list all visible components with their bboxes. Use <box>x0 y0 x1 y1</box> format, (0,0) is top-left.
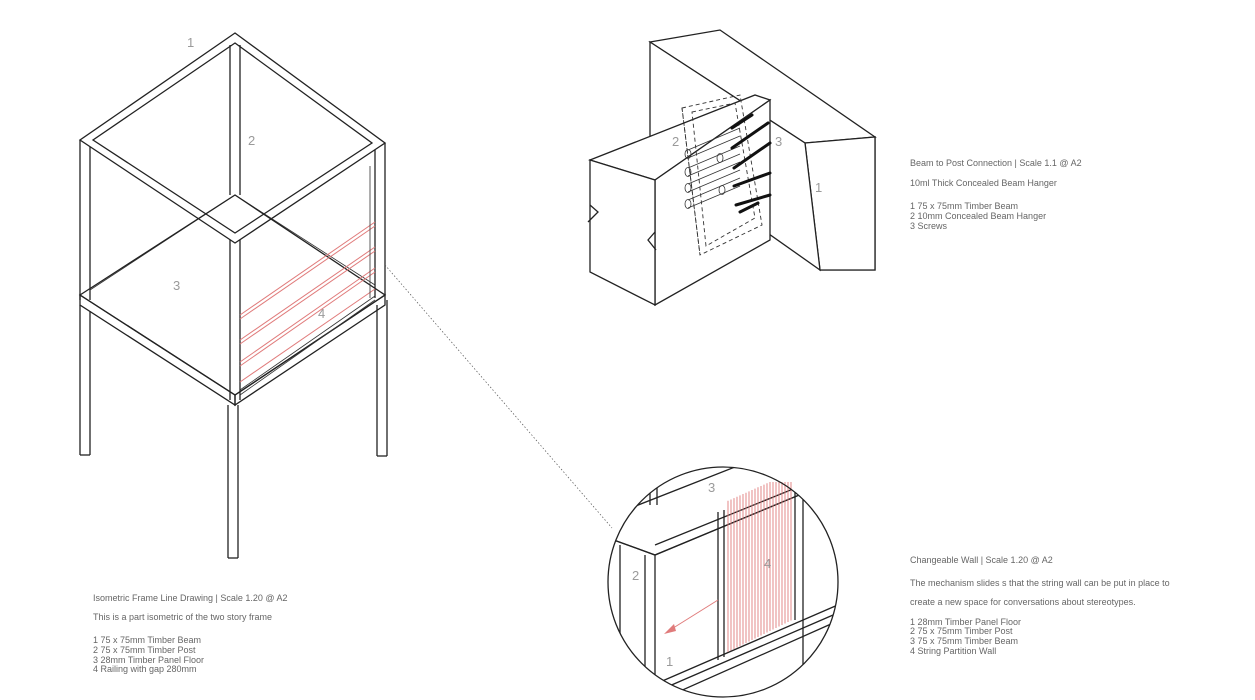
frame-marker-4: 4 <box>318 306 325 321</box>
connection-caption: Beam to Post Connection | Scale 1.1 @ A2… <box>910 158 1170 231</box>
wall-caption-title: Changeable Wall | Scale 1.20 @ A2 <box>910 555 1053 565</box>
frame-legend-item: 2 75 x 75mm Timber Post <box>93 644 196 655</box>
string-lines <box>727 482 792 652</box>
wall-legend-list: 1 28mm Timber Panel Floor 2 75 x 75mm Ti… <box>910 616 1195 657</box>
isometric-frame <box>78 32 388 559</box>
connection-legend-item: 3 Screws <box>910 220 948 231</box>
frame-marker-2: 2 <box>248 133 255 148</box>
wall-marker-4: 4 <box>764 556 771 571</box>
beam-post-connection <box>587 29 877 307</box>
frame-legend-list: 1 75 x 75mm Timber Beam 2 75 x 75mm Timb… <box>93 635 353 675</box>
wall-marker-3: 3 <box>708 480 715 495</box>
connection-marker-3: 3 <box>775 134 782 149</box>
connection-marker-2: 2 <box>672 134 679 149</box>
frame-marker-1: 1 <box>187 35 194 50</box>
wall-caption-subtitle: The mechanism slides s that the string w… <box>910 577 1170 607</box>
frame-marker-3: 3 <box>173 278 180 293</box>
wall-marker-1: 1 <box>666 654 673 669</box>
connection-marker-1: 1 <box>815 180 822 195</box>
wall-caption: Changeable Wall | Scale 1.20 @ A2 The me… <box>910 555 1195 657</box>
connection-caption-subtitle: 10ml Thick Concealed Beam Hanger <box>910 177 1057 188</box>
wall-legend-item: 3 75 x 75mm Timber Beam <box>910 636 1019 647</box>
connection-legend-list: 1 75 x 75mm Timber Beam 2 10mm Concealed… <box>910 201 1170 231</box>
wall-legend-item: 1 28mm Timber Panel Floor <box>910 616 1022 627</box>
frame-caption: Isometric Frame Line Drawing | Scale 1.2… <box>93 593 353 675</box>
detail-leader-line <box>384 264 613 529</box>
wall-legend-item: 2 75 x 75mm Timber Post <box>910 626 1013 637</box>
connection-legend-item: 1 75 x 75mm Timber Beam <box>910 201 1019 211</box>
connection-caption-title: Beam to Post Connection | Scale 1.1 @ A2 <box>910 158 1082 168</box>
frame-caption-subtitle: This is a part isometric of the two stor… <box>93 611 273 622</box>
wall-legend-item: 4 String Partition Wall <box>910 645 997 656</box>
wall-marker-2: 2 <box>632 568 639 583</box>
frame-legend-item: 1 75 x 75mm Timber Beam <box>93 635 202 645</box>
frame-caption-title: Isometric Frame Line Drawing | Scale 1.2… <box>93 593 288 603</box>
frame-legend-item: 4 Railing with gap 280mm <box>93 664 197 675</box>
connection-legend-item: 2 10mm Concealed Beam Hanger <box>910 210 1047 221</box>
frame-legend-item: 3 28mm Timber Panel Floor <box>93 654 205 665</box>
